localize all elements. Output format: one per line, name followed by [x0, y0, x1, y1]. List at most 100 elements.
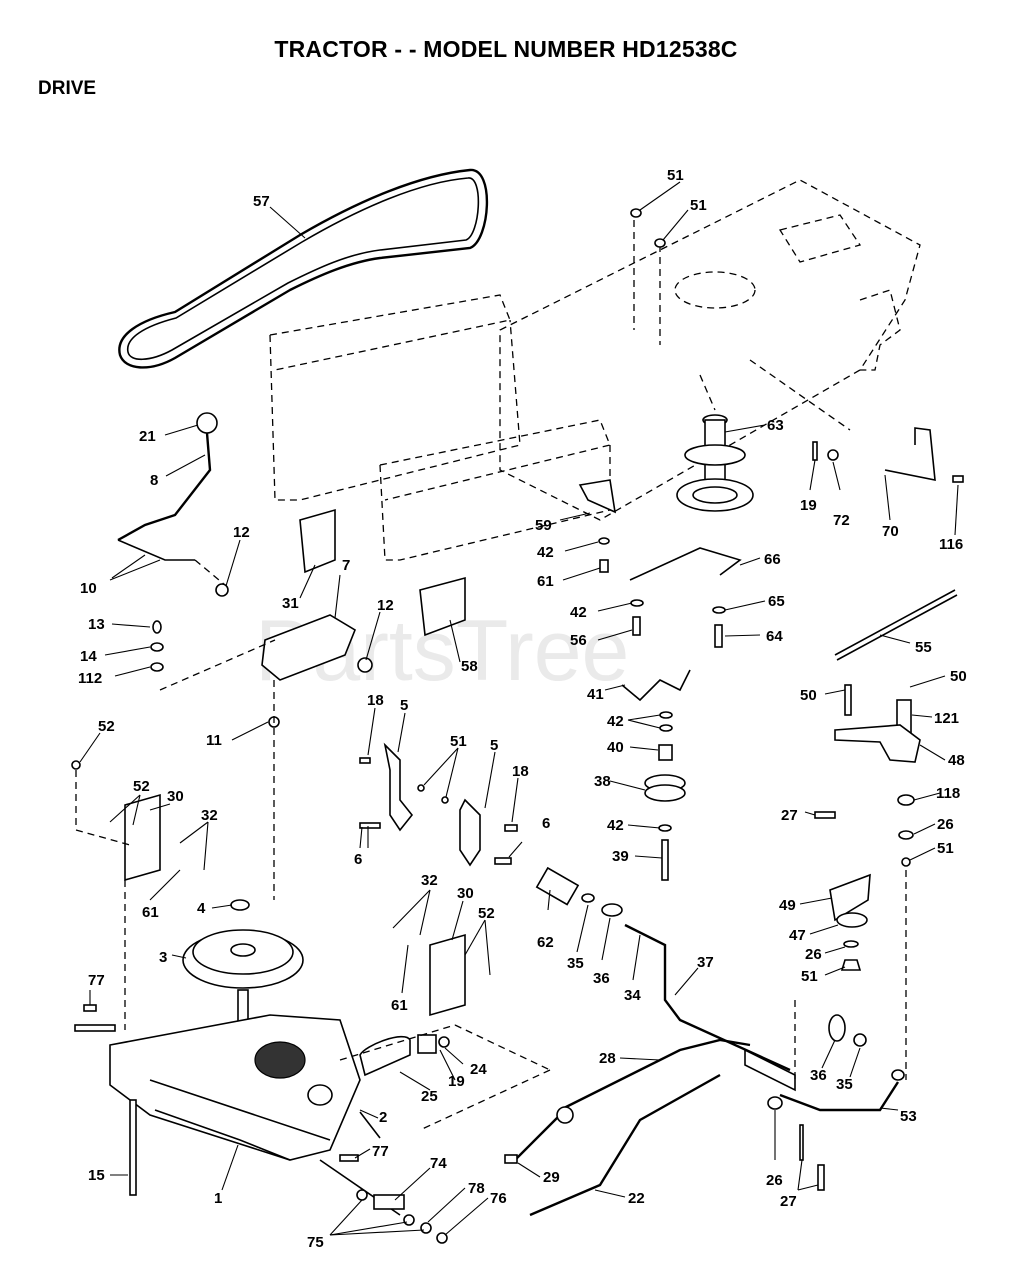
callout-30: 30 [457, 885, 474, 902]
callout-18: 18 [512, 763, 529, 780]
center-shaft-stack [578, 208, 754, 881]
callout-10: 10 [80, 580, 97, 597]
callout-32: 32 [201, 807, 218, 824]
callout-57: 57 [253, 193, 270, 210]
drive-belt-57 [118, 168, 489, 369]
leader-lines [79, 181, 959, 1236]
callout-12: 12 [377, 597, 394, 614]
section-title: DRIVE [38, 78, 97, 99]
callout-61: 61 [142, 904, 159, 921]
callout-3: 3 [159, 949, 167, 966]
callout-61: 61 [391, 997, 408, 1014]
callout-51: 51 [450, 733, 467, 750]
callout-34: 34 [624, 987, 641, 1004]
callout-32: 32 [421, 872, 438, 889]
callout-47: 47 [789, 927, 806, 944]
callout-39: 39 [612, 848, 629, 865]
callout-51: 51 [667, 167, 684, 184]
callout-2: 2 [379, 1109, 387, 1126]
callout-14: 14 [80, 648, 97, 665]
callout-50: 50 [950, 668, 967, 685]
callout-112: 112 [78, 670, 102, 687]
callout-36: 36 [810, 1067, 827, 1084]
callout-30: 30 [167, 788, 184, 805]
callout-27: 27 [781, 807, 798, 824]
callout-29: 29 [543, 1169, 560, 1186]
callout-70: 70 [882, 523, 899, 540]
callout-8: 8 [150, 472, 158, 489]
callout-116: 116 [939, 536, 963, 553]
callout-55: 55 [915, 639, 932, 656]
callout-36: 36 [593, 970, 610, 987]
tractor-frame [269, 179, 921, 561]
transaxle-assembly [74, 899, 551, 1244]
callout-118: 118 [936, 785, 960, 802]
callout-37: 37 [697, 954, 714, 971]
callout-64: 64 [766, 628, 783, 645]
callout-59: 59 [535, 517, 552, 534]
callout-42: 42 [607, 817, 624, 834]
callout-19: 19 [448, 1073, 465, 1090]
callout-77: 77 [88, 972, 105, 989]
callout-26: 26 [766, 1172, 783, 1189]
callout-62: 62 [537, 934, 554, 951]
callout-52: 52 [98, 718, 115, 735]
shift-lever [117, 412, 226, 586]
callout-66: 66 [764, 551, 781, 568]
callout-38: 38 [594, 773, 611, 790]
callout-78: 78 [468, 1180, 485, 1197]
callout-19: 19 [800, 497, 817, 514]
callout-65: 65 [768, 593, 785, 610]
callout-24: 24 [470, 1061, 487, 1078]
callout-12: 12 [233, 524, 250, 541]
callout-1: 1 [214, 1190, 222, 1207]
callout-51: 51 [690, 197, 707, 214]
callout-61: 61 [537, 573, 554, 590]
callout-7: 7 [342, 557, 350, 574]
callout-74: 74 [430, 1155, 447, 1172]
callout-77: 77 [372, 1143, 389, 1160]
brackets-upper [150, 508, 466, 900]
callout-13: 13 [88, 616, 105, 633]
callout-49: 49 [779, 897, 796, 914]
callout-5: 5 [400, 697, 408, 714]
callout-42: 42 [537, 544, 554, 561]
callout-5: 5 [490, 737, 498, 754]
callout-50: 50 [800, 687, 817, 704]
callout-63: 63 [767, 417, 784, 434]
callout-26: 26 [805, 946, 822, 963]
callout-labels: 51 51 57 63 21 8 19 72 70 116 59 42 66 6… [78, 167, 967, 1251]
clutch-brake-linkage [504, 866, 905, 1217]
callout-4: 4 [197, 900, 206, 917]
callout-56: 56 [570, 632, 587, 649]
callout-26: 26 [937, 816, 954, 833]
callout-27: 27 [780, 1193, 797, 1210]
callout-18: 18 [367, 692, 384, 709]
callout-28: 28 [599, 1050, 616, 1067]
callout-75: 75 [307, 1234, 324, 1251]
callout-15: 15 [88, 1167, 105, 1184]
callout-6: 6 [354, 851, 362, 868]
page-title: TRACTOR - - MODEL NUMBER HD12538C [274, 36, 738, 62]
callout-40: 40 [607, 739, 624, 756]
callout-35: 35 [567, 955, 584, 972]
callout-31: 31 [282, 595, 299, 612]
callout-21: 21 [139, 428, 156, 445]
callout-42: 42 [570, 604, 587, 621]
callout-72: 72 [833, 512, 850, 529]
callout-42: 42 [607, 713, 624, 730]
callout-51: 51 [801, 968, 818, 985]
callout-11: 11 [206, 732, 222, 749]
callout-6: 6 [542, 815, 550, 832]
callout-52: 52 [133, 778, 150, 795]
callout-53: 53 [900, 1108, 917, 1125]
callout-22: 22 [628, 1190, 645, 1207]
callout-52: 52 [478, 905, 495, 922]
callout-121: 121 [934, 710, 959, 727]
callout-51: 51 [937, 840, 954, 857]
callout-25: 25 [421, 1088, 438, 1105]
callout-48: 48 [948, 752, 965, 769]
callout-35: 35 [836, 1076, 853, 1093]
callout-58: 58 [461, 658, 478, 675]
